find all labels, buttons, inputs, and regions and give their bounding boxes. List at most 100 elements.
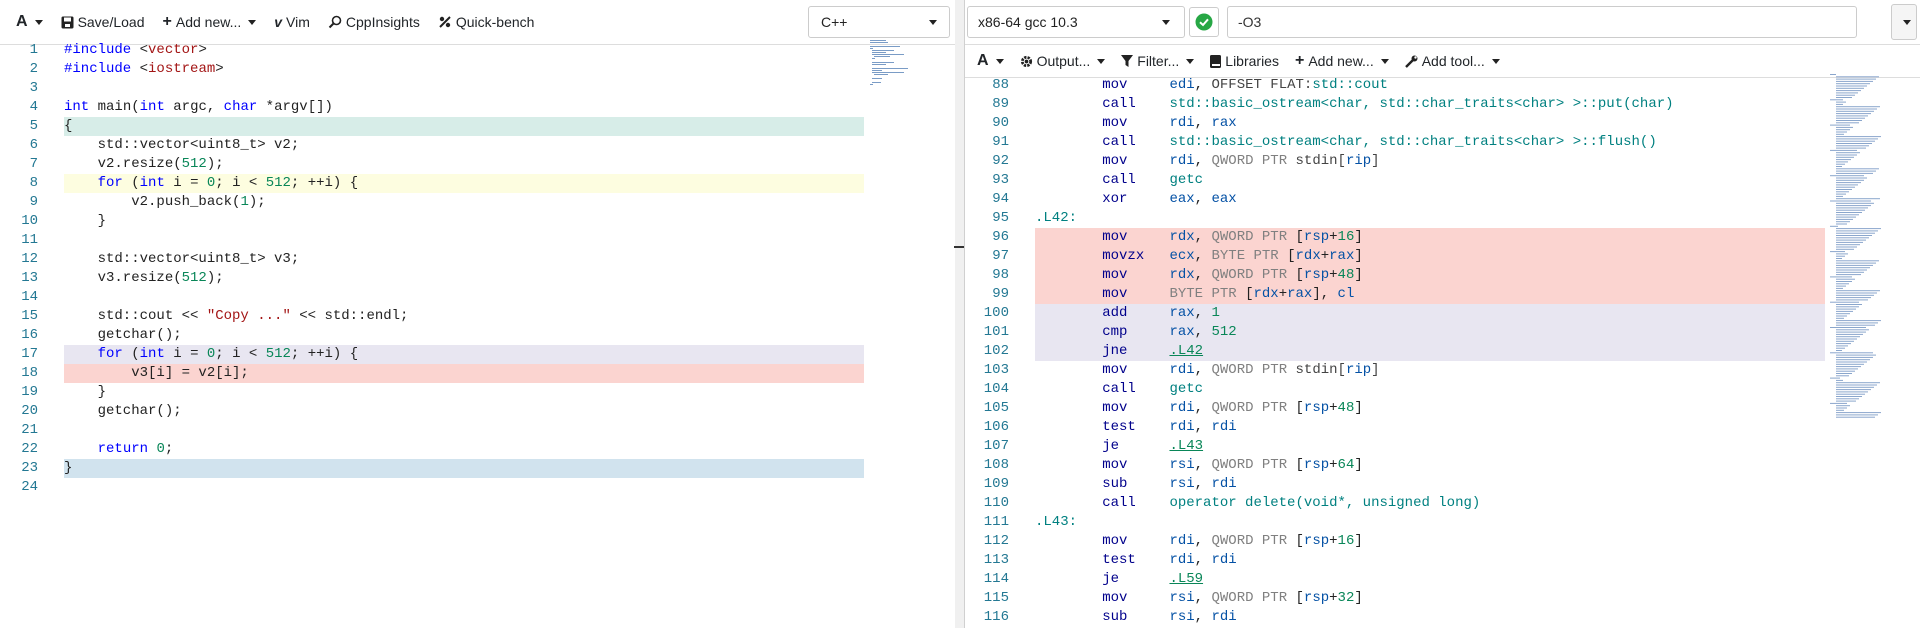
source-minimap[interactable]: [868, 38, 928, 88]
code-line[interactable]: 23}: [0, 459, 955, 478]
code-text: call getc: [1102, 381, 1204, 397]
code-line[interactable]: 24: [0, 478, 955, 497]
code-line[interactable]: 12 std::vector<uint8_t> v3;: [0, 250, 955, 269]
line-number: 113: [983, 552, 1009, 568]
add-tool-button[interactable]: Add tool...: [1397, 49, 1508, 73]
code-line[interactable]: 18 v3[i] = v2[i];: [0, 364, 955, 383]
line-number: 15: [21, 308, 38, 324]
code-line[interactable]: 91 call std::basic_ostream<char, std::ch…: [965, 133, 1920, 152]
minimap-line: [1836, 253, 1848, 255]
code-line[interactable]: 113 test rdi, rdi: [965, 551, 1920, 570]
code-line[interactable]: 94 xor eax, eax: [965, 190, 1920, 209]
code-line[interactable]: 8 for (int i = 0; i < 512; ++i) {: [0, 174, 955, 193]
code-line[interactable]: 15 std::cout << "Copy ..." << std::endl;: [0, 307, 955, 326]
code-line[interactable]: 20 getchar();: [0, 402, 955, 421]
filter-button[interactable]: Filter...: [1113, 49, 1202, 73]
minimap-line: [1836, 76, 1879, 78]
code-line[interactable]: 2#include <iostream>: [0, 60, 955, 79]
code-line[interactable]: 115 mov rsi, QWORD PTR [rsp+32]: [965, 589, 1920, 608]
minimap-line: [1836, 161, 1848, 163]
line-number: 17: [21, 346, 38, 362]
code-line[interactable]: 114 je .L59: [965, 570, 1920, 589]
compile-status-button[interactable]: [1189, 7, 1219, 37]
code-line[interactable]: 112 mov rdi, QWORD PTR [rsp+16]: [965, 532, 1920, 551]
minimap-line: [1836, 209, 1865, 211]
code-line[interactable]: 104 call getc: [965, 380, 1920, 399]
minimap-line: [1836, 313, 1850, 315]
compiler-options-dropdown[interactable]: [1891, 4, 1917, 40]
code-line[interactable]: 10 }: [0, 212, 955, 231]
line-highlight: [64, 345, 864, 364]
code-line[interactable]: 97 movzx ecx, BYTE PTR [rdx+rax]: [965, 247, 1920, 266]
code-line[interactable]: 93 call getc: [965, 171, 1920, 190]
cppinsights-button[interactable]: CppInsights: [320, 10, 428, 34]
code-line[interactable]: 21: [0, 421, 955, 440]
code-line[interactable]: 101 cmp rax, 512: [965, 323, 1920, 342]
minimap-line: [1836, 405, 1850, 407]
assembly-minimap[interactable]: [1828, 74, 1916, 434]
libraries-button[interactable]: Libraries: [1202, 49, 1287, 73]
code-line[interactable]: 22 return 0;: [0, 440, 955, 459]
code-line[interactable]: 17 for (int i = 0; i < 512; ++i) {: [0, 345, 955, 364]
code-line[interactable]: 11: [0, 231, 955, 250]
add-new-button[interactable]: + Add new...: [155, 9, 265, 35]
code-line[interactable]: 16 getchar();: [0, 326, 955, 345]
code-line[interactable]: 107 je .L43: [965, 437, 1920, 456]
code-line[interactable]: 13 v3.resize(512);: [0, 269, 955, 288]
pane-splitter[interactable]: [954, 0, 966, 628]
code-line[interactable]: 7 v2.resize(512);: [0, 155, 955, 174]
code-line[interactable]: 96 mov rdx, QWORD PTR [rsp+16]: [965, 228, 1920, 247]
code-line[interactable]: 100 add rax, 1: [965, 304, 1920, 323]
code-line[interactable]: 14: [0, 288, 955, 307]
save-load-button[interactable]: Save/Load: [53, 10, 153, 34]
code-line[interactable]: 3: [0, 79, 955, 98]
minimap-line: [1836, 340, 1854, 342]
code-text: v2.resize(512);: [64, 156, 224, 172]
minimap-line: [1836, 285, 1846, 287]
minimap-line: [1836, 237, 1869, 239]
font-icon: A: [977, 52, 989, 69]
code-line[interactable]: 98 mov rdx, QWORD PTR [rsp+48]: [965, 266, 1920, 285]
code-line[interactable]: 9 v2.push_back(1);: [0, 193, 955, 212]
code-line[interactable]: 19 }: [0, 383, 955, 402]
code-line[interactable]: 111.L43:: [965, 513, 1920, 532]
code-line[interactable]: 116 sub rsi, rdi: [965, 608, 1920, 627]
compiler-select[interactable]: x86-64 gcc 10.3: [967, 6, 1185, 38]
minimap-line: [1830, 175, 1864, 177]
minimap-line: [1836, 294, 1874, 296]
minimap-line: [1836, 184, 1858, 186]
code-line[interactable]: 6 std::vector<uint8_t> v2;: [0, 136, 955, 155]
minimap-line: [1836, 368, 1858, 370]
code-line[interactable]: 106 test rdi, rdi: [965, 418, 1920, 437]
code-line[interactable]: 88 mov edi, OFFSET FLAT:std::cout: [965, 76, 1920, 95]
code-line[interactable]: 109 sub rsi, rdi: [965, 475, 1920, 494]
code-line[interactable]: 92 mov rdi, QWORD PTR stdin[rip]: [965, 152, 1920, 171]
font-size-button[interactable]: A: [8, 9, 51, 35]
code-line[interactable]: 1#include <vector>: [0, 41, 955, 60]
code-line[interactable]: 108 mov rsi, QWORD PTR [rsp+64]: [965, 456, 1920, 475]
code-line[interactable]: 110 call operator delete(void*, unsigned…: [965, 494, 1920, 513]
code-line[interactable]: 99 mov BYTE PTR [rdx+rax], cl: [965, 285, 1920, 304]
code-line[interactable]: 102 jne .L42: [965, 342, 1920, 361]
compiler-options-input[interactable]: -O3: [1227, 6, 1857, 38]
minimap-line: [1836, 412, 1881, 414]
splitter-grip[interactable]: [954, 246, 966, 248]
minimap-line: [1836, 230, 1878, 232]
minimap-line: [1836, 379, 1843, 381]
code-line[interactable]: 90 mov rdi, rax: [965, 114, 1920, 133]
add-new-pane-button[interactable]: + Add new...: [1287, 48, 1397, 74]
quick-bench-button[interactable]: Quick-bench: [430, 10, 543, 34]
code-line[interactable]: 103 mov rdi, QWORD PTR stdin[rip]: [965, 361, 1920, 380]
code-line[interactable]: 89 call std::basic_ostream<char, std::ch…: [965, 95, 1920, 114]
code-line[interactable]: 5{: [0, 117, 955, 136]
output-button[interactable]: Output...: [1012, 49, 1114, 73]
code-line[interactable]: 95.L42:: [965, 209, 1920, 228]
language-select[interactable]: C++: [808, 6, 950, 38]
code-line[interactable]: 105 mov rdi, QWORD PTR [rsp+48]: [965, 399, 1920, 418]
chevron-down-icon: [34, 19, 43, 25]
output-font-button[interactable]: A: [969, 48, 1012, 74]
vim-button[interactable]: v Vim: [266, 10, 318, 34]
